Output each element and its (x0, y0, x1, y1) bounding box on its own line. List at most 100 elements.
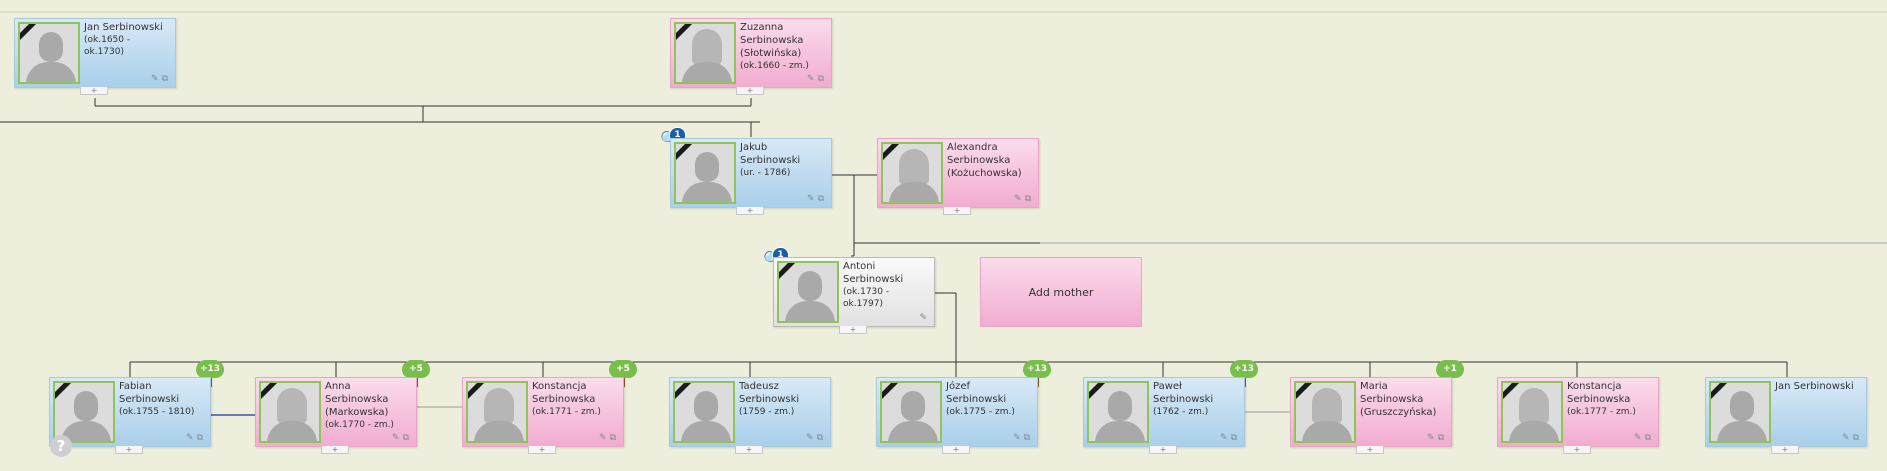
tree-structure-icon[interactable]: ⧉ (1437, 433, 1447, 443)
pencil-icon[interactable]: ✎ (807, 194, 818, 204)
avatar (1709, 381, 1771, 443)
pencil-icon[interactable]: ✎ (1013, 433, 1024, 443)
person-dates: (ok.1777 - zm.) (1567, 407, 1636, 417)
person-name-line2: Serbinowska (947, 155, 1011, 166)
tree-structure-icon[interactable]: ⧉ (817, 74, 827, 84)
person-name-line2: Serbinowski (119, 394, 180, 405)
card-tools[interactable]: ✎⧉ (1634, 434, 1654, 443)
tree-structure-icon[interactable]: ⧉ (402, 433, 412, 443)
expand-tab[interactable]: + (1356, 446, 1384, 454)
card-tools[interactable]: ✎ (919, 314, 930, 323)
expand-tab[interactable]: + (735, 446, 763, 454)
person-name: Tadeusz (739, 381, 779, 392)
expand-tab[interactable]: + (1149, 446, 1177, 454)
expand-tab[interactable]: + (1771, 446, 1799, 454)
expand-tab[interactable]: + (115, 446, 143, 454)
expand-tab[interactable]: + (942, 446, 970, 454)
person-name: Fabian (119, 381, 152, 392)
person-name: Józef (946, 381, 970, 392)
card-tools[interactable]: ✎⧉ (151, 75, 171, 84)
person-dates: (1759 - zm.) (739, 407, 795, 417)
tree-structure-icon[interactable]: ⧉ (1852, 433, 1862, 443)
avatar (1087, 381, 1149, 443)
mourning-ribbon (1711, 383, 1730, 402)
tree-structure-icon[interactable]: ⧉ (816, 433, 826, 443)
pencil-icon[interactable]: ✎ (919, 313, 930, 323)
avatar (18, 22, 80, 84)
person-dates: (1762 - zm.) (1153, 407, 1209, 417)
person-name-line2: Serbinowski (946, 394, 1007, 405)
expand-tab[interactable]: + (943, 207, 971, 215)
card-tools[interactable]: ✎⧉ (1842, 434, 1862, 443)
help-button[interactable]: ? (50, 435, 72, 457)
descendants-count: +13 (1230, 360, 1258, 378)
card-tools[interactable]: ✎⧉ (186, 434, 206, 443)
expand-tab[interactable]: + (736, 87, 764, 95)
card-tools[interactable]: ✎⧉ (807, 75, 827, 84)
person-name-line2: Serbinowska (740, 35, 804, 46)
tree-structure-icon[interactable]: ⧉ (609, 433, 619, 443)
person-dates: (ok.1660 - zm.) (740, 61, 809, 71)
tree-structure-icon[interactable]: ⧉ (1023, 433, 1033, 443)
pencil-icon[interactable]: ✎ (1427, 433, 1438, 443)
card-tools[interactable]: ✎⧉ (1427, 434, 1447, 443)
expand-tab[interactable]: + (321, 446, 349, 454)
avatar (53, 381, 115, 443)
pencil-icon[interactable]: ✎ (599, 433, 610, 443)
mourning-ribbon (676, 144, 695, 163)
card-tools[interactable]: ✎⧉ (1220, 434, 1240, 443)
expand-tab[interactable]: + (736, 207, 764, 215)
avatar (673, 381, 735, 443)
person-dates: (ok.1775 - zm.) (946, 407, 1015, 417)
pencil-icon[interactable]: ✎ (1842, 433, 1853, 443)
card-tools[interactable]: ✎⧉ (1013, 434, 1033, 443)
pencil-icon[interactable]: ✎ (186, 433, 197, 443)
add-mother-button[interactable]: Add mother (980, 257, 1142, 327)
avatar (674, 142, 736, 204)
tree-structure-icon[interactable]: ⧉ (1024, 194, 1034, 204)
person-name: Paweł (1153, 381, 1182, 392)
tree-structure-icon[interactable]: ⧉ (817, 194, 827, 204)
person-name: Jan Serbinowski (1775, 381, 1854, 392)
person-card-jan-serbinowski-2[interactable]: Jan Serbinowski ✎⧉ + (1705, 377, 1867, 454)
tree-structure-icon[interactable]: ⧉ (161, 74, 171, 84)
card-tools[interactable]: ✎⧉ (1014, 195, 1034, 204)
expand-tab[interactable]: + (528, 446, 556, 454)
pencil-icon[interactable]: ✎ (151, 74, 162, 84)
expand-tab[interactable]: + (1563, 446, 1591, 454)
tree-structure-icon[interactable]: ⧉ (1644, 433, 1654, 443)
person-dates: (ok.1771 - zm.) (532, 407, 601, 417)
card-tools[interactable]: ✎⧉ (599, 434, 619, 443)
person-card-jan-serbinowski[interactable]: Jan Serbinowski(ok.1650 - ok.1730) ✎⧉ + (14, 18, 176, 95)
pencil-icon[interactable]: ✎ (807, 74, 818, 84)
avatar (674, 22, 736, 84)
tree-structure-icon[interactable]: ⧉ (196, 433, 206, 443)
tree-structure-icon[interactable]: ⧉ (1230, 433, 1240, 443)
person-name-line2: Serbinowska (325, 394, 389, 405)
mourning-ribbon (1089, 383, 1108, 402)
expand-tab[interactable]: + (839, 326, 867, 334)
card-tools[interactable]: ✎⧉ (807, 195, 827, 204)
pencil-icon[interactable]: ✎ (1014, 194, 1025, 204)
expand-tab[interactable]: + (80, 87, 108, 95)
pencil-icon[interactable]: ✎ (392, 433, 403, 443)
person-maiden-name: (Gruszczyńska) (1360, 407, 1437, 418)
pencil-icon[interactable]: ✎ (806, 433, 817, 443)
card-tools[interactable]: ✎⧉ (392, 434, 412, 443)
pencil-icon[interactable]: ✎ (1220, 433, 1231, 443)
pencil-icon[interactable]: ✎ (1634, 433, 1645, 443)
card-tools[interactable]: ✎⧉ (806, 434, 826, 443)
